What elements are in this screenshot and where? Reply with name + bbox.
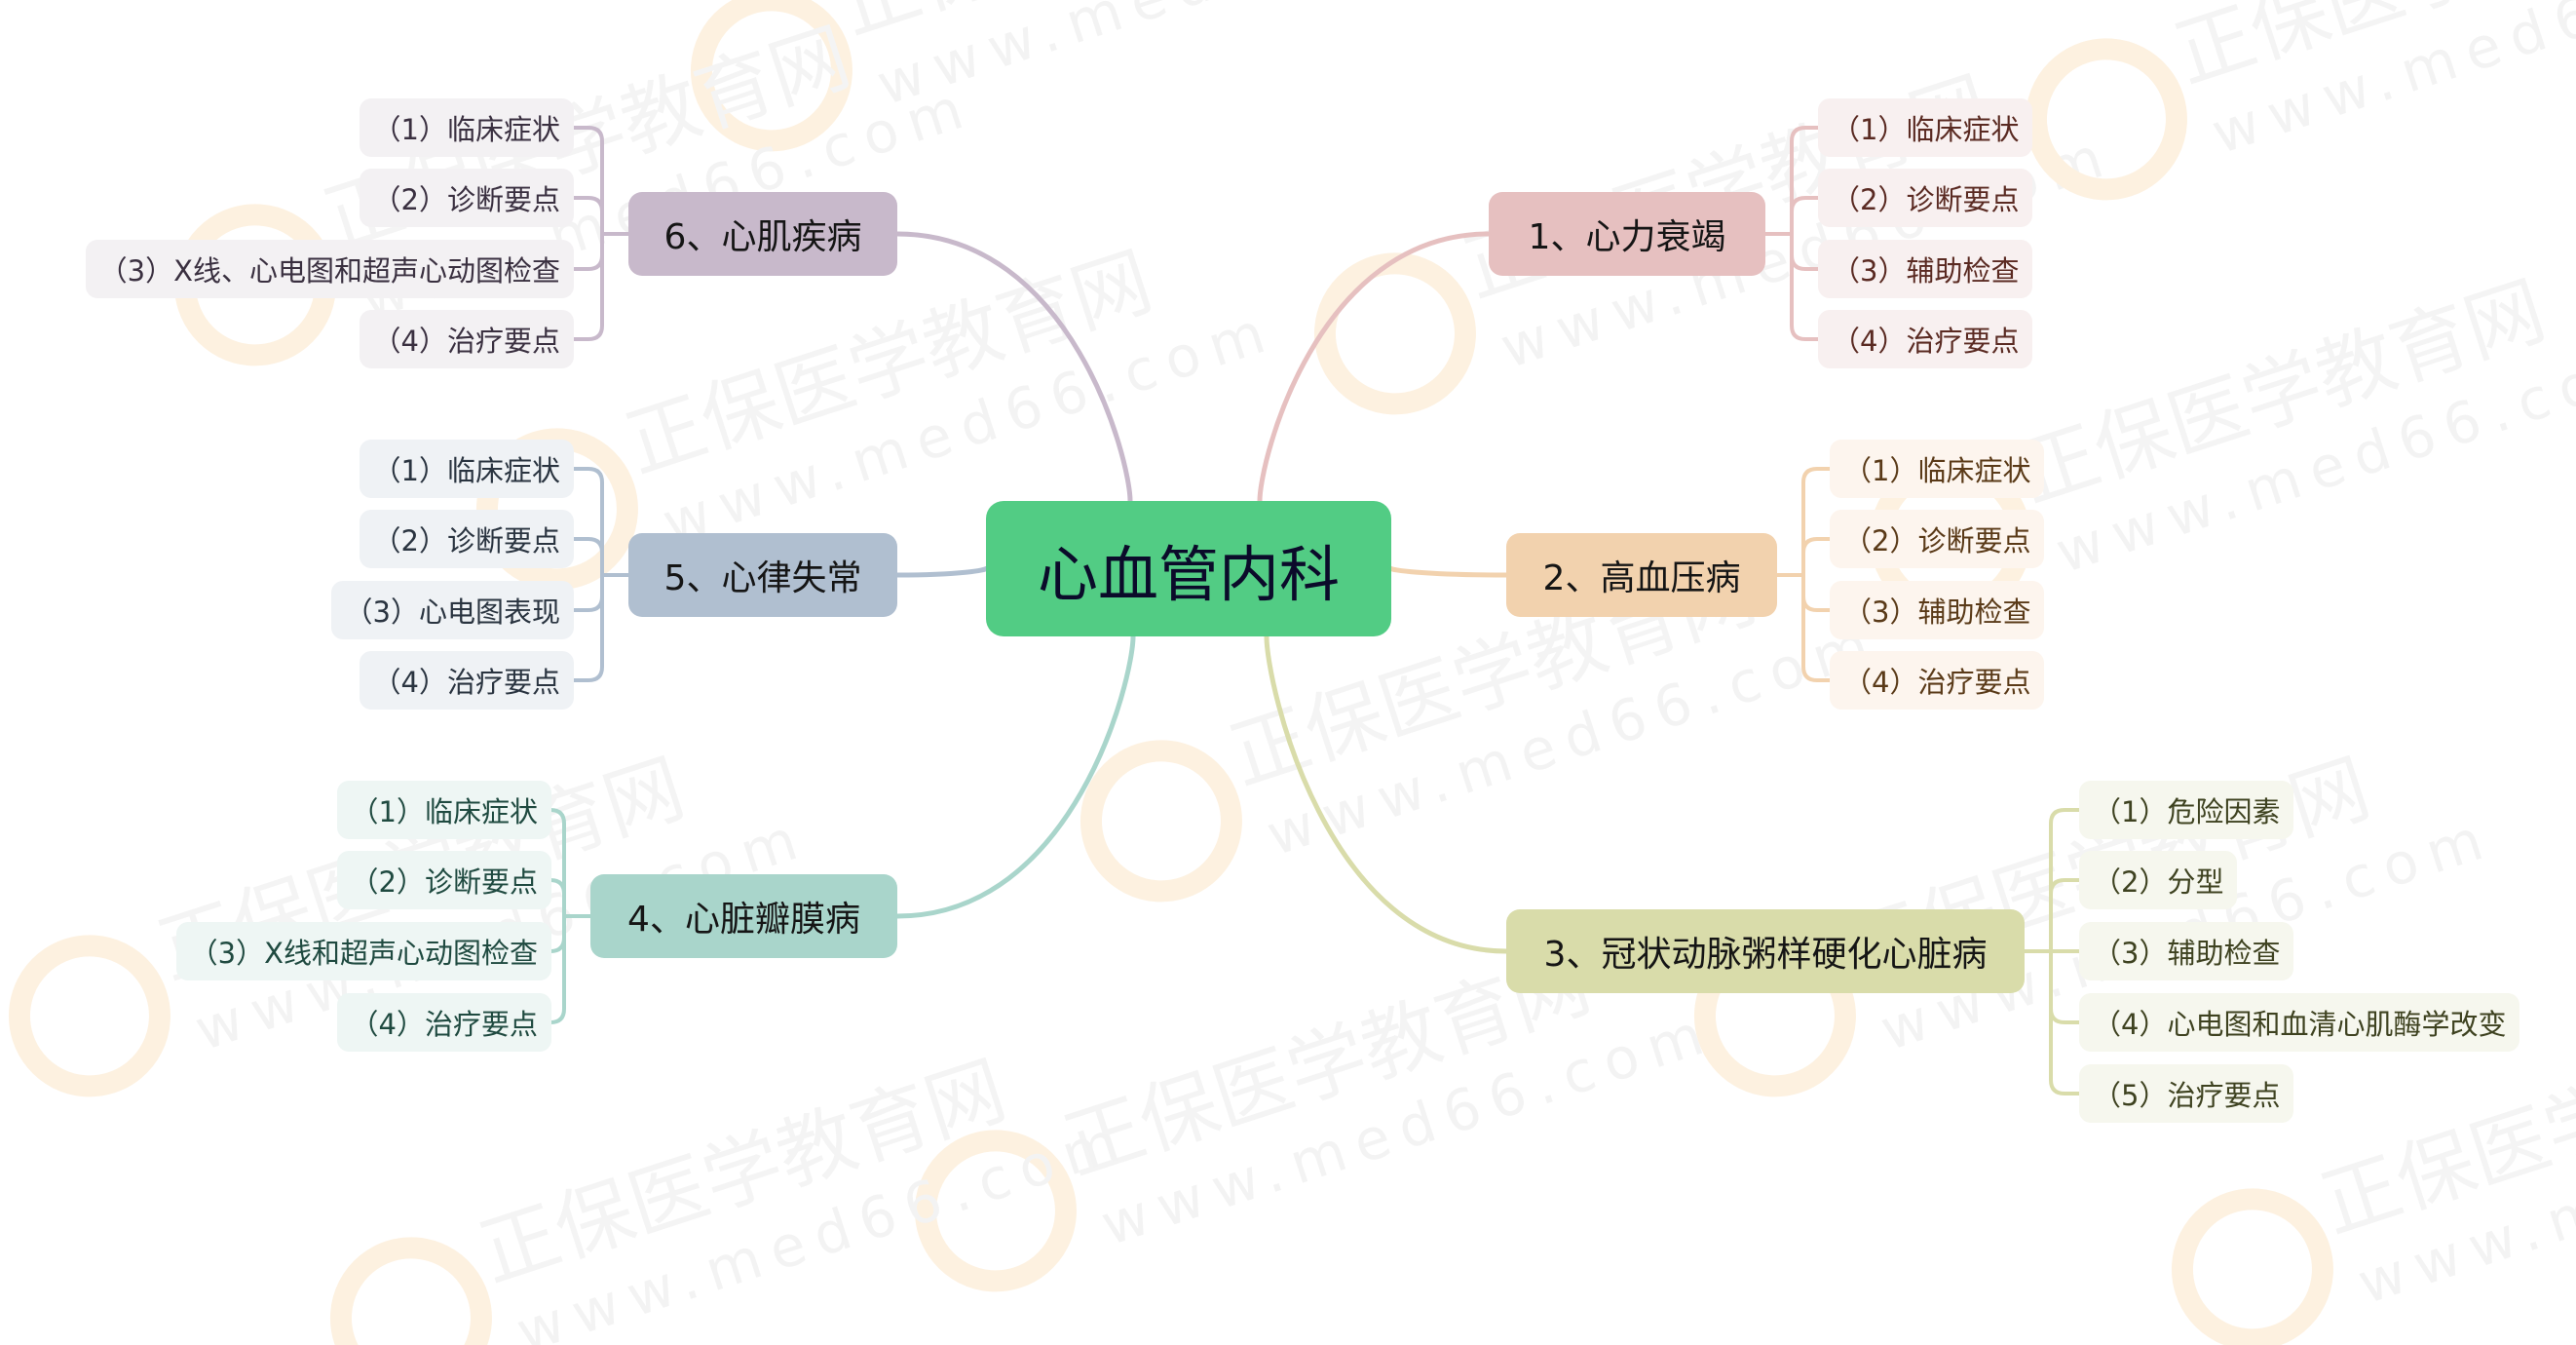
connector-line (2049, 878, 2081, 953)
connector-line (572, 232, 604, 341)
subtopic-item[interactable]: （3）X线、心电图和超声心动图检查 (85, 240, 574, 298)
root-label: 心血管内科 (1037, 538, 1340, 610)
connector-line (1388, 566, 1509, 578)
topic-label: 3、冠状动脉粥样硬化心脏病 (1543, 935, 1988, 975)
topic-label: 5、心律失常 (663, 558, 862, 598)
subtopic-item[interactable]: （3）辅助检查 (1830, 581, 2045, 639)
subtopic-label: （3）X线和超声心动图检查 (189, 937, 538, 970)
connector-line (894, 231, 1133, 504)
subtopic-item[interactable]: （4）治疗要点 (1818, 310, 2033, 368)
subtopic-item[interactable]: （1）临床症状 (336, 781, 551, 839)
subtopic-item[interactable]: （3）辅助检查 (2079, 922, 2294, 980)
subtopic-item[interactable]: （5）治疗要点 (2079, 1064, 2294, 1123)
subtopic-label: （2）诊断要点 (372, 183, 560, 216)
subtopic-label: （4）治疗要点 (372, 666, 560, 699)
connector-line (1801, 573, 1832, 612)
connector-line (1264, 634, 1509, 954)
subtopic-item[interactable]: （2）诊断要点 (1818, 169, 2033, 227)
subtopic-label: （1）临床症状 (1832, 113, 2020, 146)
connector-line (1801, 573, 1832, 682)
topic-arrhythmia[interactable]: 5、心律失常 (628, 533, 897, 617)
topic-label: 4、心脏瓣膜病 (627, 900, 860, 940)
connector-line (572, 232, 604, 271)
topic-coronary-heart-disease[interactable]: 3、冠状动脉粥样硬化心脏病 (1506, 909, 2025, 993)
subtopic-item[interactable]: （1）危险因素 (2079, 781, 2294, 839)
subtopic-label: （2）诊断要点 (1843, 524, 2031, 557)
connector-line (549, 914, 566, 953)
connector-line (1790, 232, 1820, 271)
subtopic-label: （3）X线、心电图和超声心动图检查 (98, 254, 560, 288)
subtopic-label: （5）治疗要点 (2093, 1079, 2281, 1112)
subtopic-label: （3）辅助检查 (1832, 254, 2020, 288)
subtopic-item[interactable]: （1）临床症状 (359, 440, 574, 498)
subtopic-label: （1）临床症状 (372, 454, 560, 487)
topic-heart-failure[interactable]: 1、心力衰竭 (1489, 192, 1765, 276)
connector-line (572, 126, 604, 236)
connector-line (1790, 232, 1820, 341)
connector-line (549, 878, 566, 918)
subtopic-item[interactable]: （2）诊断要点 (1830, 510, 2045, 568)
root-node[interactable]: 心血管内科 (986, 501, 1391, 636)
connector-line (1257, 231, 1492, 504)
subtopic-label: （3）心电图表现 (344, 596, 560, 629)
subtopic-item[interactable]: （4）治疗要点 (1830, 651, 2045, 710)
subtopic-item[interactable]: （2）诊断要点 (336, 851, 551, 909)
connector-line (1801, 537, 1832, 577)
topic-hypertension[interactable]: 2、高血压病 (1506, 533, 1777, 617)
connector-line (894, 634, 1136, 919)
connector-line (549, 914, 566, 1024)
subtopic-label: （2）诊断要点 (350, 865, 538, 899)
subtopic-item[interactable]: （3）辅助检查 (1818, 240, 2033, 298)
connector-line (1801, 467, 1832, 577)
subtopic-item[interactable]: （1）临床症状 (359, 98, 574, 157)
topic-label: 6、心肌疾病 (663, 217, 862, 257)
connector-line (572, 196, 604, 236)
connector-line (1790, 126, 1820, 236)
connector-line (2049, 949, 2081, 1095)
connector-line (894, 566, 989, 578)
topic-label: 2、高血压病 (1542, 558, 1741, 598)
subtopic-label: （4）治疗要点 (1832, 325, 2020, 358)
connector-line (572, 573, 604, 682)
subtopic-item[interactable]: （3）心电图表现 (330, 581, 574, 639)
subtopic-label: （4）治疗要点 (1843, 666, 2031, 699)
subtopic-item[interactable]: （4）心电图和血清心肌酶学改变 (2079, 993, 2520, 1052)
connector-line (572, 467, 604, 577)
topic-label: 1、心力衰竭 (1528, 217, 1726, 257)
subtopic-label: （2）诊断要点 (372, 524, 560, 557)
subtopic-item[interactable]: （4）治疗要点 (359, 651, 574, 710)
subtopic-label: （1）临床症状 (350, 795, 538, 828)
topic-cardiomyopathy[interactable]: 6、心肌疾病 (628, 192, 897, 276)
connector-line (2049, 949, 2081, 1024)
connector-line (549, 808, 566, 918)
subtopic-label: （4）治疗要点 (350, 1008, 538, 1041)
subtopic-label: （1）危险因素 (2093, 795, 2281, 828)
subtopic-item[interactable]: （4）治疗要点 (336, 993, 551, 1052)
subtopic-item[interactable]: （3）X线和超声心动图检查 (175, 922, 551, 980)
connector-line (1790, 196, 1820, 236)
subtopic-item[interactable]: （2）分型 (2079, 851, 2238, 909)
connector-line (2049, 808, 2081, 953)
connector-line (572, 537, 604, 577)
subtopic-label: （1）临床症状 (1843, 454, 2031, 487)
subtopic-item[interactable]: （4）治疗要点 (359, 310, 574, 368)
subtopic-item[interactable]: （1）临床症状 (1818, 98, 2033, 157)
topic-valvular-heart-disease[interactable]: 4、心脏瓣膜病 (590, 874, 897, 958)
subtopic-label: （3）辅助检查 (2093, 937, 2281, 970)
subtopic-item[interactable]: （2）诊断要点 (359, 510, 574, 568)
subtopic-label: （4）治疗要点 (372, 325, 560, 358)
subtopic-label: （2）分型 (2093, 865, 2224, 899)
subtopic-item[interactable]: （2）诊断要点 (359, 169, 574, 227)
subtopic-label: （1）临床症状 (372, 113, 560, 146)
subtopic-item[interactable]: （1）临床症状 (1830, 440, 2045, 498)
connector-line (572, 573, 604, 612)
subtopic-label: （2）诊断要点 (1832, 183, 2020, 216)
subtopic-label: （3）辅助检查 (1843, 596, 2031, 629)
subtopic-label: （4）心电图和血清心肌酶学改变 (2093, 1008, 2507, 1041)
